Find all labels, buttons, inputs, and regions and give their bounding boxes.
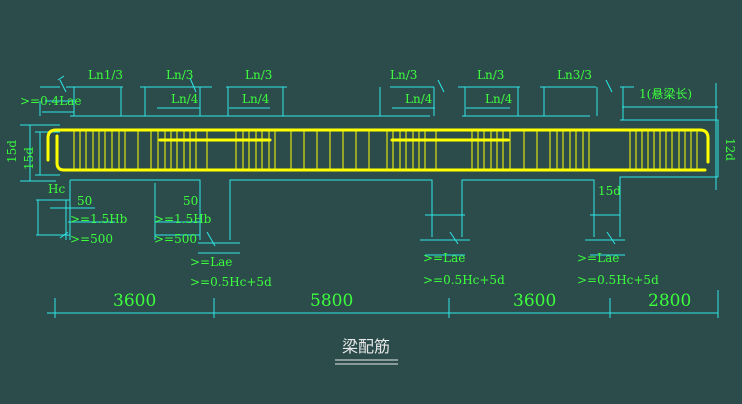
- title-underline: [335, 359, 398, 365]
- label-15hb-a: >=1.5Hb: [70, 212, 128, 226]
- label-lae-1: >=Lae: [190, 255, 232, 269]
- span-3: 3600: [513, 291, 556, 311]
- label-hc: Hc: [48, 182, 65, 196]
- label-ln1-3: Ln1/3: [88, 68, 123, 82]
- bottom-bar: [55, 134, 707, 172]
- rebar: [46, 128, 710, 172]
- drawing-title: 梁配筋: [342, 337, 390, 356]
- label-ln-4-b: Ln/4: [242, 92, 270, 106]
- label-15hb-b: >=1.5Hb: [154, 212, 212, 226]
- label-hc5d-2: >=0.5Hc+5d: [423, 273, 505, 287]
- label-50-b: 50: [183, 194, 198, 208]
- label-15d-outer: 15d: [5, 140, 19, 163]
- label-500-b: >=500: [154, 232, 197, 246]
- label-ln-3-c: Ln/3: [390, 68, 417, 82]
- label-ln-4-d: Ln/4: [485, 92, 513, 106]
- label-50-a: 50: [77, 194, 92, 208]
- dimension-lines: [20, 75, 719, 318]
- label-12d: 12d: [723, 138, 737, 161]
- stirrups: [73, 130, 698, 170]
- span-2: 5800: [310, 291, 353, 311]
- top-bar: [46, 128, 710, 164]
- label-500-a: >=500: [70, 232, 113, 246]
- span-4: 2800: [648, 291, 691, 311]
- label-hc5d-3: >=0.5Hc+5d: [577, 273, 659, 287]
- label-15d-col: 15d: [598, 184, 621, 198]
- label-lae-3: >=Lae: [577, 251, 619, 265]
- label-ln-3-a: Ln/3: [166, 68, 193, 82]
- label-ln-3-d: Ln/3: [477, 68, 504, 82]
- label-15d-inner: 15d: [22, 147, 36, 170]
- label-lae-2: >=Lae: [423, 251, 465, 265]
- label-cantilever-length: 1(悬梁长): [639, 86, 692, 101]
- label-04lae: >=0.4Lae: [20, 94, 81, 108]
- label-ln-3-b: Ln/3: [245, 68, 272, 82]
- label-ln-4-c: Ln/4: [405, 92, 433, 106]
- label-ln-4-a: Ln/4: [171, 92, 199, 106]
- span-1: 3600: [113, 291, 156, 311]
- label-ln3-3: Ln3/3: [557, 68, 592, 82]
- label-hc5d-1: >=0.5Hc+5d: [190, 275, 272, 289]
